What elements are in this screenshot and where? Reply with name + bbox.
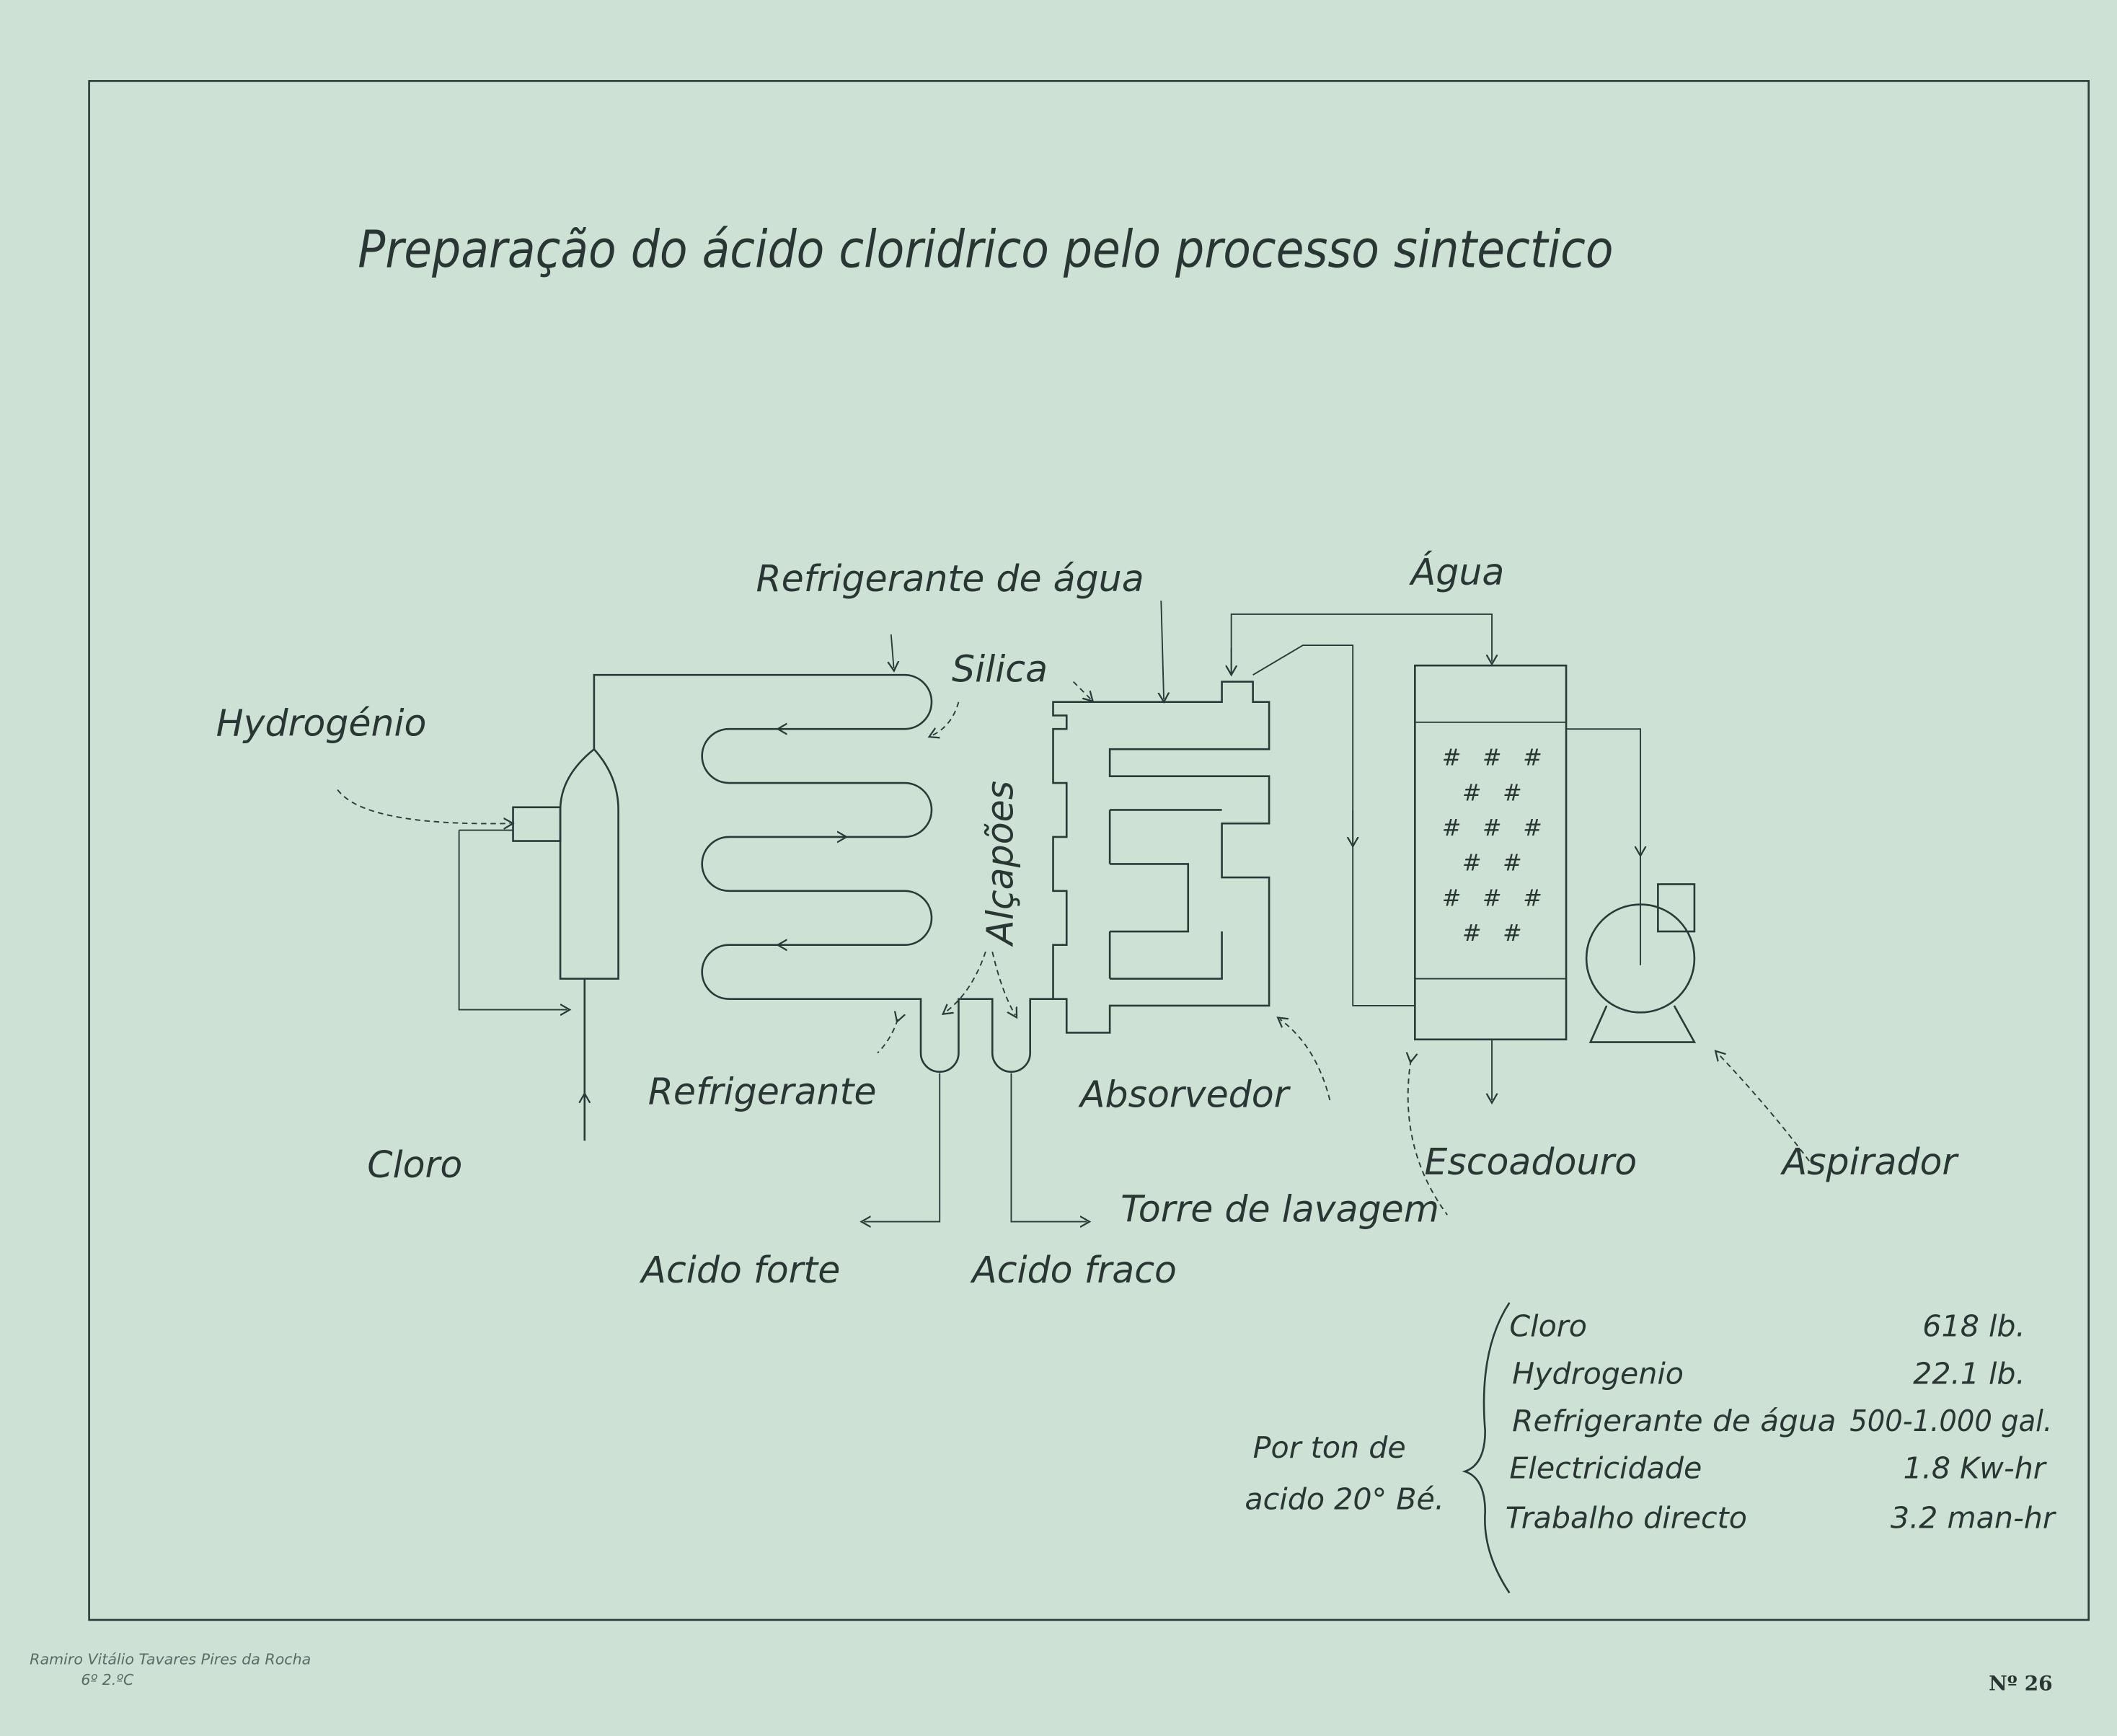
signature-line1: Ramiro Vitálio Tavares Pires da Rocha [30, 1651, 311, 1668]
svg-text:#: # [1462, 919, 1482, 947]
svg-text:#: # [1523, 744, 1542, 771]
signature-line2: 6º 2.ºC [81, 1671, 134, 1688]
label-escoadouro: Escoadouro [1424, 1141, 1637, 1183]
svg-text:#: # [1482, 744, 1502, 771]
label-torre-lavagem: Torre de lavagem [1121, 1188, 1439, 1231]
sheet-number: Nº 26 [1989, 1671, 2053, 1695]
table-heading-line2: acido 20° Bé. [1245, 1482, 1444, 1516]
svg-text:#: # [1523, 814, 1542, 841]
sheet-border [88, 80, 2090, 1621]
label-aspirador: Aspirador [1780, 1141, 1960, 1183]
label-refrigerante-agua: Refrigerante de água [756, 557, 1144, 600]
table-row-item: Refrigerante de água [1512, 1404, 1836, 1438]
absorber [1052, 601, 1331, 1101]
table-row-item: Hydrogenio [1512, 1356, 1684, 1391]
washing-tower: ### ## ### ## ### ## [1232, 614, 1568, 1215]
svg-text:#: # [1503, 849, 1522, 877]
svg-text:#: # [1503, 779, 1522, 806]
table-row-item: Cloro [1509, 1309, 1587, 1344]
table-row-value: 618 lb. [1922, 1309, 2025, 1344]
table-row-item: Electricidade [1509, 1451, 1702, 1485]
label-alcapoes: Alçapões [978, 781, 1021, 947]
label-acido-forte: Acido forte [639, 1249, 840, 1291]
aspirator [1566, 728, 1810, 1161]
svg-text:#: # [1482, 814, 1502, 841]
tower-packing-marks: ### ## ### ## ### ## [1442, 744, 1542, 947]
requirements-table: Por ton de acido 20° Bé. Cloro 618 lb. H… [1245, 1302, 2057, 1594]
burner [337, 748, 619, 1141]
label-acido-fraco: Acido fraco [970, 1249, 1177, 1291]
svg-text:#: # [1462, 779, 1482, 806]
svg-text:#: # [1523, 884, 1542, 911]
label-hydrogenio: Hydrogénio [216, 702, 427, 745]
label-absorvedor: Absorvedor [1078, 1073, 1291, 1115]
table-row-value: 1.8 Kw-hr [1904, 1451, 2048, 1485]
label-cloro: Cloro [367, 1143, 462, 1186]
label-agua: Água [1409, 551, 1505, 593]
svg-text:#: # [1503, 919, 1522, 947]
svg-text:#: # [1442, 814, 1462, 841]
diagram-title: Preparação do ácido cloridrico pelo proc… [358, 220, 1613, 280]
svg-text:#: # [1442, 744, 1462, 771]
label-refrigerante: Refrigerante [648, 1071, 877, 1113]
svg-text:#: # [1482, 884, 1502, 911]
svg-text:#: # [1442, 884, 1462, 911]
cooling-coil [593, 634, 1087, 1222]
svg-text:#: # [1462, 849, 1482, 877]
table-row-value: 500-1.000 gal. [1849, 1404, 2052, 1438]
table-heading-line1: Por ton de [1253, 1430, 1406, 1465]
table-row-value: 22.1 lb. [1913, 1356, 2025, 1391]
label-silica: Silica [952, 648, 1048, 691]
table-row-value: 3.2 man-hr [1891, 1501, 2057, 1536]
table-row-item: Trabalho directo [1506, 1501, 1747, 1536]
